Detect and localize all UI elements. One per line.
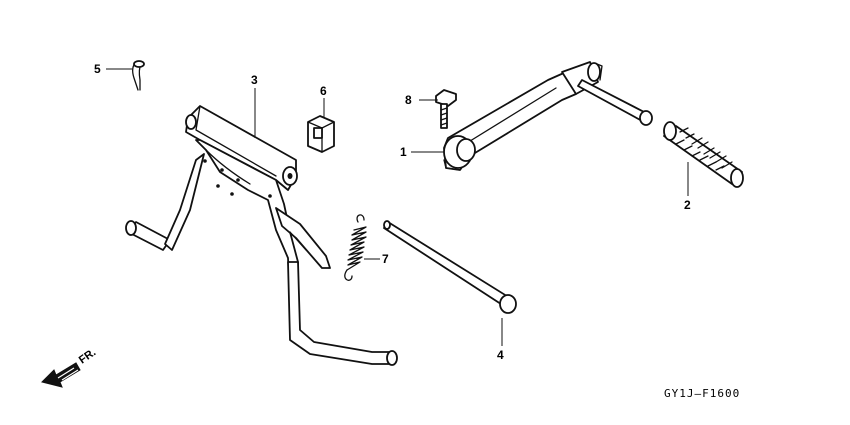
callout-6: 6 (320, 84, 327, 98)
clip-nut-part (307, 115, 335, 153)
callout-1: 1 (400, 145, 407, 159)
callout-3: 3 (251, 73, 258, 87)
bolt-part (435, 89, 457, 129)
callout-2: 2 (684, 198, 691, 212)
return-spring-part (344, 214, 367, 281)
pivot-shaft-part (383, 220, 517, 314)
leader-lines (106, 68, 689, 346)
main-stand-part (125, 105, 398, 366)
callout-4: 4 (497, 348, 504, 362)
front-direction-arrow-icon (41, 362, 81, 388)
cotter-pin-part (132, 60, 145, 91)
callout-5: 5 (94, 62, 101, 76)
callout-7: 7 (382, 252, 389, 266)
kick-arm-part (443, 61, 653, 171)
front-direction-label: FR. (77, 346, 98, 366)
diagram-code: GY1J–F1600 (664, 387, 740, 400)
callout-8: 8 (405, 93, 412, 107)
rubber-grip-part (663, 121, 744, 188)
